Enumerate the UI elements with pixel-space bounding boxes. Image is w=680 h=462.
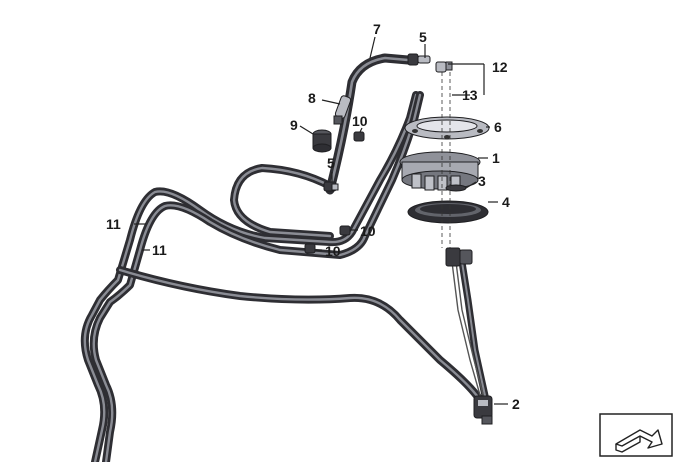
damper-9 (312, 129, 332, 153)
clamp-12-13 (435, 61, 453, 73)
clip-10-c (304, 243, 316, 254)
callout-5-lower: 5 (327, 155, 335, 171)
callout-2: 2 (512, 396, 520, 412)
hose-loop-to-2 (116, 164, 484, 404)
callouts: 7 5 12 13 8 9 10 6 1 5 3 4 10 10 11 11 2 (106, 21, 520, 412)
hose-7 (325, 53, 413, 195)
callout-3: 3 (478, 173, 486, 189)
callout-12: 12 (492, 59, 508, 75)
connector-2 (473, 395, 493, 425)
callout-4: 4 (502, 194, 510, 210)
flange-ring-6 (404, 116, 490, 140)
callout-10-top: 10 (352, 113, 368, 129)
connector-5-top (407, 53, 431, 66)
leader-lines (134, 36, 508, 405)
callout-10-low: 10 (325, 243, 341, 259)
clip-10-b (339, 225, 351, 236)
callout-9: 9 (290, 117, 298, 133)
callout-10-mid: 10 (360, 223, 376, 239)
callout-13: 13 (462, 87, 478, 103)
callout-6: 6 (494, 119, 502, 135)
hose-11-secondary (89, 91, 424, 462)
connector-5-lower (323, 181, 339, 192)
hose-11-main (80, 91, 420, 462)
callout-8: 8 (308, 90, 316, 106)
pump-plug (445, 247, 473, 267)
callout-11-upper: 11 (106, 216, 121, 232)
callout-11-lower: 11 (152, 242, 167, 258)
connector-8 (333, 95, 352, 125)
callout-1: 1 (492, 150, 500, 166)
clip-10-a (353, 131, 365, 142)
arrow-box-icon[interactable] (599, 413, 673, 457)
callout-5-top: 5 (419, 29, 427, 45)
pump-flange-1 (399, 151, 481, 191)
seal-3 (445, 184, 467, 192)
callout-7: 7 (373, 21, 381, 37)
gasket-4 (407, 200, 489, 224)
assembly-axis-lines (441, 72, 451, 248)
pump-lines-to-2 (451, 258, 490, 404)
